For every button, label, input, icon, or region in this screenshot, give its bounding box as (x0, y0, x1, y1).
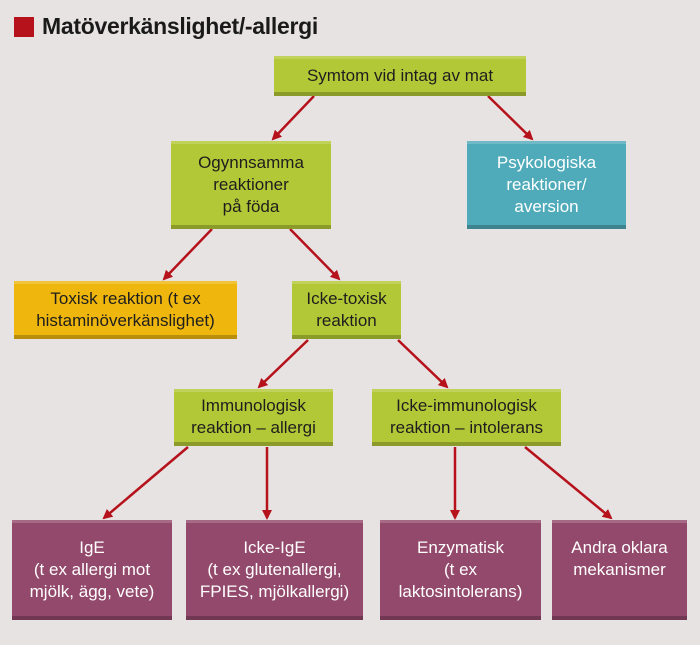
arrow-immunological-to-ige (102, 446, 189, 520)
node-psychological-reactions: Psykologiska reaktioner/ aversion (467, 141, 626, 229)
title-text: Matöverkänslighet/-allergi (42, 13, 318, 39)
node-other-mechanisms: Andra oklara mekanismer (552, 520, 687, 620)
diagram-title: Matöverkänslighet/-allergi (14, 13, 318, 40)
arrow-symptoms-to-psychological (487, 95, 534, 141)
node-enzymatic: Enzymatisk (t ex laktosintolerans) (380, 520, 541, 620)
node-non-ige: Icke-IgE (t ex glutenallergi, FPIES, mjö… (186, 520, 363, 620)
node-ige: IgE (t ex allergi mot mjölk, ägg, vete) (12, 520, 172, 620)
arrow-symptoms-to-adverse (271, 95, 315, 141)
node-symptoms: Symtom vid intag av mat (274, 56, 526, 96)
node-immunological-allergy: Immunologisk reaktion – allergi (174, 389, 333, 446)
arrow-nontoxic-to-immunological (257, 339, 309, 389)
node-adverse-reactions: Ogynnsamma reaktioner på föda (171, 141, 331, 229)
arrow-adverse-to-toxic (162, 228, 213, 281)
arrow-adverse-to-nontoxic (289, 228, 341, 281)
node-non-immunological-intolerance: Icke-immunologisk reaktion – intolerans (372, 389, 561, 446)
node-non-toxic-reaction: Icke-toxisk reaktion (292, 281, 401, 339)
arrow-nonimmunological-to-other (524, 446, 613, 520)
arrow-nontoxic-to-nonimmunological (397, 339, 449, 389)
title-marker-icon (14, 16, 34, 37)
node-toxic-reaction: Toxisk reaktion (t ex histaminöverkänsli… (14, 281, 237, 339)
